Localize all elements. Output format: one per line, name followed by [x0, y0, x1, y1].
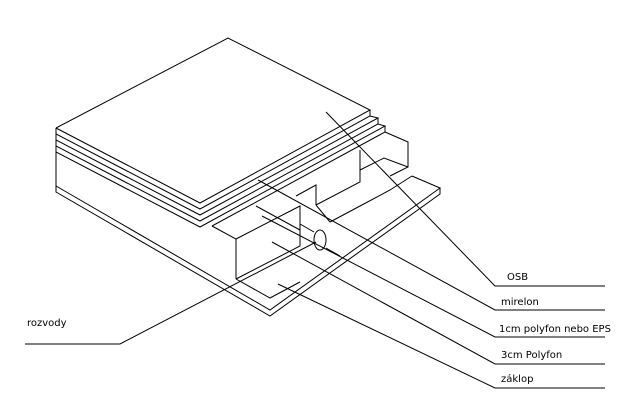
- leader-osb: [325, 111, 605, 287]
- leader-mirelon: [257, 179, 605, 311]
- osb-board: [55, 37, 372, 210]
- label-polyfon-1cm: 1cm polyfon nebo EPS: [499, 324, 611, 335]
- leader-polyfon-1cm: [261, 215, 605, 338]
- polyfon-1cm-layer: [55, 123, 387, 228]
- label-osb: OSB: [507, 272, 528, 283]
- zaklop-board: [55, 175, 442, 317]
- rozvody-cable: [299, 223, 341, 257]
- label-zaklop: záklop: [501, 373, 533, 385]
- leader-polyfon-3cm: [271, 241, 605, 365]
- leader-lines: [25, 111, 605, 389]
- polyfon-3cm-blocks: [211, 131, 409, 280]
- label-polyfon-3cm: 3cm Polyfon: [501, 350, 562, 361]
- mirelon-layer: [55, 115, 380, 222]
- leader-zaklop: [277, 283, 605, 389]
- label-rozvody: rozvody: [27, 318, 67, 329]
- leader-rozvody: [25, 241, 317, 345]
- label-mirelon: mirelon: [501, 297, 539, 308]
